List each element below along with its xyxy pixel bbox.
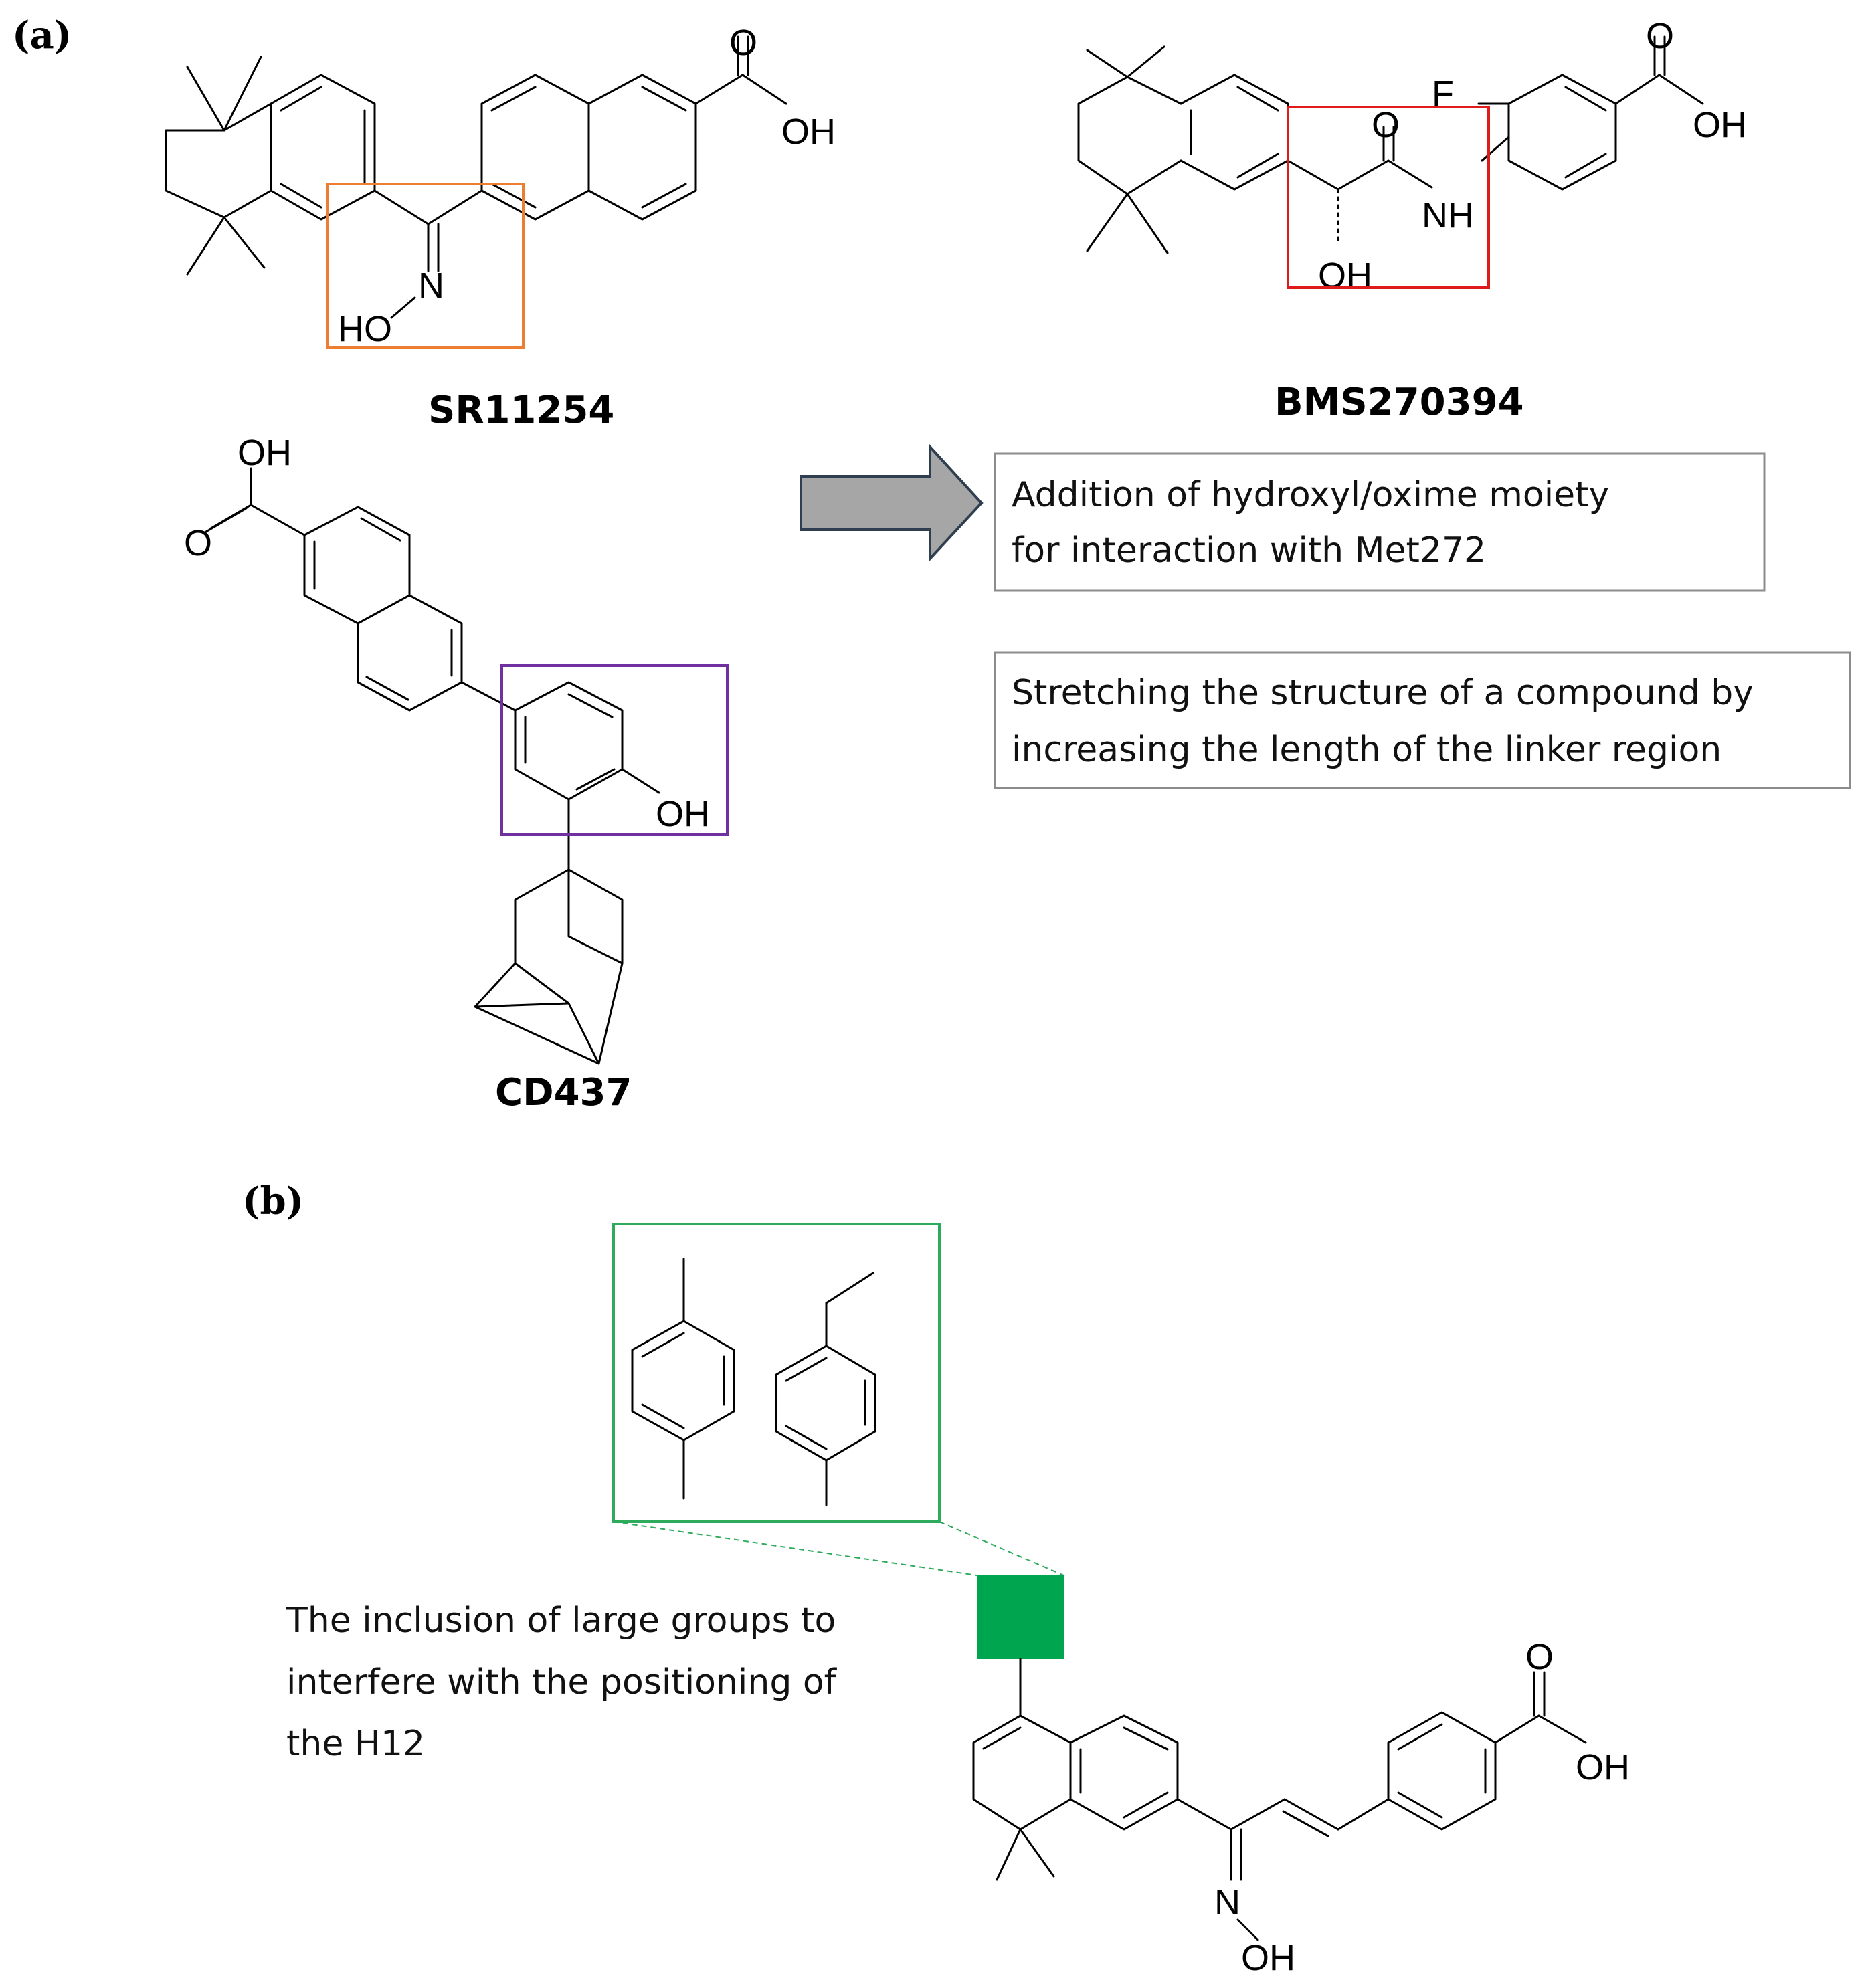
substituent-placeholder-square: [977, 1575, 1064, 1659]
bms270394-name: BMS270394: [1275, 381, 1524, 424]
bms-atom-oh: OH: [1693, 105, 1747, 145]
oxime-highlight-box: [326, 183, 525, 349]
methylphenyl-option: [631, 1258, 735, 1500]
scaffold-atom-oh: OH: [1241, 1938, 1295, 1978]
linker-note-box: [994, 651, 1851, 789]
substituent-options-box: [612, 1223, 941, 1523]
hydroxyl-note-line2: for interaction with Met272: [1012, 530, 1486, 571]
panel-a-label: (a): [12, 13, 72, 58]
cd-atom-oh: OH: [238, 433, 292, 473]
hydroxyl-note-line1: Addition of hydroxyl/oxime moiety: [1012, 475, 1609, 515]
cd-atom-phenol-oh: OH: [656, 794, 710, 834]
bms-atom-hydroxyl: OH: [1318, 256, 1372, 296]
bms-atom-o: O: [1646, 16, 1674, 56]
scaffold-atom-o: O: [1525, 1637, 1554, 1677]
atom-n: N: [418, 266, 444, 306]
bms270394-structure: O OH F O NH OH: [1077, 16, 1747, 296]
cd437-name: CD437: [495, 1071, 632, 1114]
callout-dashed-left: [613, 1521, 977, 1576]
scaffold-atom-n: N: [1214, 1882, 1240, 1922]
scaffold-structure: N OH O OH: [972, 1637, 1630, 1978]
phenol-highlight-box: [500, 664, 729, 836]
right-arrow: [800, 443, 984, 563]
atom-o: O: [729, 23, 757, 63]
sr11254-name: SR11254: [428, 389, 614, 432]
sr11254-structure: O OH N HO: [165, 23, 836, 349]
h12-note-line2: interfere with the positioning of: [286, 1662, 838, 1702]
cd437-structure: OH O OH: [184, 433, 710, 1065]
cd-atom-o: O: [184, 523, 212, 563]
atom-ho: HO: [338, 309, 392, 349]
h12-note-line3: the H12: [286, 1724, 425, 1764]
bms-atom-amide-o: O: [1372, 105, 1400, 145]
panel-b-label: (b): [242, 1179, 304, 1223]
linker-note-line1: Stretching the structure of a compound b…: [1012, 673, 1754, 713]
hydroxyl-note-box: [994, 452, 1766, 592]
linker-note-line2: increasing the length of the linker regi…: [1012, 730, 1721, 770]
h12-note-line1: The inclusion of large groups to: [286, 1601, 836, 1641]
atom-oh: OH: [781, 112, 836, 152]
hydroxy-amide-highlight-box: [1287, 106, 1490, 289]
bms-atom-nh: NH: [1422, 195, 1474, 235]
callout-dashed-right: [939, 1521, 1064, 1576]
ethylphenyl-option: [775, 1272, 876, 1506]
scaffold-atom-acid-oh: OH: [1576, 1747, 1630, 1787]
